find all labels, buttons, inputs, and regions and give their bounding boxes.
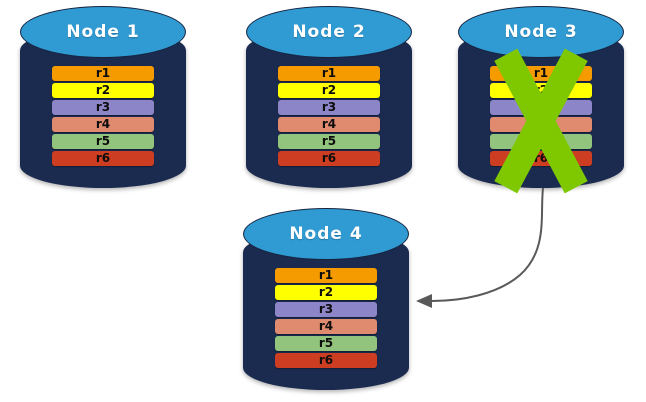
row-bar-r6[interactable]: r6	[490, 151, 592, 166]
node-2-row-list: r1 r2 r3 r4 r5 r6	[246, 66, 412, 166]
node-2[interactable]: Node 2 r1 r2 r3 r4 r5 r6	[246, 6, 412, 188]
row-bar-r4[interactable]: r4	[52, 117, 154, 132]
row-bar-r2[interactable]: r2	[275, 285, 377, 300]
row-bar-r2[interactable]: r2	[278, 83, 380, 98]
row-bar-r4[interactable]: r4	[490, 117, 592, 132]
row-bar-r4[interactable]: r4	[275, 319, 377, 334]
arrow-curve	[431, 187, 544, 302]
row-bar-r1[interactable]: r1	[278, 66, 380, 81]
row-bar-r3[interactable]: r3	[275, 302, 377, 317]
node-4-cylinder-top	[243, 208, 409, 260]
row-bar-r2[interactable]: r2	[490, 83, 592, 98]
row-bar-r3[interactable]: r3	[52, 100, 154, 115]
node-3-row-list: r1 r2 r3 r4 r5 r6	[458, 66, 624, 166]
row-bar-r3[interactable]: r3	[278, 100, 380, 115]
row-bar-r4[interactable]: r4	[278, 117, 380, 132]
row-bar-r1[interactable]: r1	[490, 66, 592, 81]
row-bar-r2[interactable]: r2	[52, 83, 154, 98]
arrow-head-icon	[416, 294, 432, 308]
row-bar-r1[interactable]: r1	[52, 66, 154, 81]
node-2-cylinder-top	[246, 6, 412, 58]
row-bar-r5[interactable]: r5	[278, 134, 380, 149]
node-3-cylinder-top	[458, 6, 624, 58]
node-1[interactable]: Node 1 r1 r2 r3 r4 r5 r6	[20, 6, 186, 188]
node-1-cylinder-top	[20, 6, 186, 58]
node-1-row-list: r1 r2 r3 r4 r5 r6	[20, 66, 186, 166]
row-bar-r5[interactable]: r5	[52, 134, 154, 149]
row-bar-r6[interactable]: r6	[278, 151, 380, 166]
node-3[interactable]: Node 3 r1 r2 r3 r4 r5 r6	[458, 6, 624, 194]
row-bar-r3[interactable]: r3	[490, 100, 592, 115]
row-bar-r6[interactable]: r6	[275, 353, 377, 368]
row-bar-r1[interactable]: r1	[275, 268, 377, 283]
node-4[interactable]: Node 4 r1 r2 r3 r4 r5 r6	[243, 208, 409, 390]
row-bar-r5[interactable]: r5	[490, 134, 592, 149]
row-bar-r6[interactable]: r6	[52, 151, 154, 166]
row-bar-r5[interactable]: r5	[275, 336, 377, 351]
node-4-row-list: r1 r2 r3 r4 r5 r6	[243, 268, 409, 368]
